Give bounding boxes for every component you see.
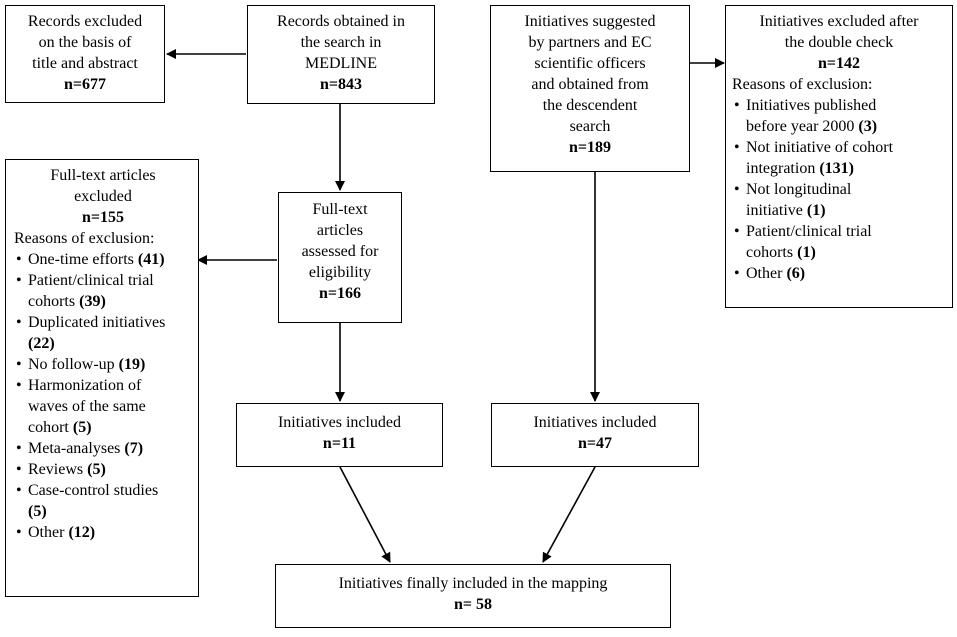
reason-text: No follow-up xyxy=(28,356,115,373)
box-text-line: the search in xyxy=(300,34,382,51)
box-text-line: search xyxy=(569,118,611,135)
reason-text: One-time efforts xyxy=(28,251,134,268)
list-item: Duplicated initiatives (22) xyxy=(14,312,192,354)
box-count: n=166 xyxy=(318,285,361,302)
box-text-line: articles xyxy=(316,222,364,239)
reason-text: Reviews xyxy=(28,461,84,478)
box-text-line: MEDLINE xyxy=(305,55,377,72)
reason-count: (6) xyxy=(786,265,806,282)
reason-count: (1) xyxy=(806,202,826,219)
reason-text: Meta-analyses xyxy=(28,440,121,457)
reason-count: (1) xyxy=(797,244,816,261)
box-text-line: Initiatives excluded after xyxy=(759,13,919,30)
box-text-line: excluded xyxy=(74,188,132,205)
box-text-line: and obtained from xyxy=(531,76,649,93)
list-item: One-time efforts (41) xyxy=(14,249,192,270)
box-text-line: the descendent xyxy=(542,97,638,114)
reason-count: (19) xyxy=(118,356,146,373)
list-item: Meta-analyses (7) xyxy=(14,438,192,459)
arrow-included47-to-final xyxy=(542,466,596,563)
box-text-line: Initiatives included xyxy=(533,414,657,431)
box-text-line: Records excluded xyxy=(27,13,143,30)
exclusion-reasons-list: One-time efforts (41) Patient/clinical t… xyxy=(14,249,192,543)
box-count: n=677 xyxy=(63,76,106,93)
reason-count: (39) xyxy=(79,293,106,310)
box-text-line: assessed for xyxy=(301,243,379,260)
reason-text: cohorts xyxy=(28,293,76,310)
list-item: Patient/clinical trial cohorts (39) xyxy=(14,270,192,312)
reason-text: integration xyxy=(746,160,816,177)
box-suggested-initiatives: Initiatives suggested by partners and EC… xyxy=(490,5,690,172)
box-count: n=843 xyxy=(319,76,362,93)
box-final-mapping: Initiatives finally included in the mapp… xyxy=(275,564,671,628)
reason-text: Not initiative of cohort xyxy=(746,139,894,156)
box-text-line: Full-text xyxy=(312,201,368,218)
reason-count: (41) xyxy=(137,251,165,268)
reason-text: Case-control studies xyxy=(28,482,159,499)
reasons-title: Reasons of exclusion: xyxy=(732,76,873,93)
reason-count: (22) xyxy=(28,335,55,352)
box-count: n=47 xyxy=(577,435,612,452)
box-text-line: on the basis of xyxy=(38,34,132,51)
reasons-title: Reasons of exclusion: xyxy=(14,230,155,247)
box-text-line: Records obtained in xyxy=(277,13,405,30)
reason-count: (5) xyxy=(28,503,47,520)
box-count: n= 58 xyxy=(453,596,492,613)
reason-count: (3) xyxy=(858,118,878,135)
box-excluded-title-abstract: Records excluded on the basis of title a… xyxy=(5,5,165,103)
box-text-line: the double check xyxy=(784,34,894,51)
reason-text: Patient/clinical trial xyxy=(746,223,872,240)
reason-text: Not longitudinal xyxy=(746,181,852,198)
reason-count: (12) xyxy=(68,524,96,541)
reason-text: Other xyxy=(28,524,65,541)
reason-text: Duplicated initiatives xyxy=(28,314,166,331)
list-item: Case-control studies (5) xyxy=(14,480,192,522)
box-text-line: scientific officers xyxy=(534,55,646,72)
box-text-line: Initiatives finally included in the mapp… xyxy=(338,575,608,592)
box-text-line: by partners and EC xyxy=(528,34,652,51)
list-item: Harmonization of waves of the same cohor… xyxy=(14,375,192,438)
box-medline-records: Records obtained in the search in MEDLIN… xyxy=(247,5,435,104)
box-text-line: Full-text articles xyxy=(50,167,156,184)
list-item: Patient/clinical trial cohorts (1) xyxy=(732,221,946,263)
reason-count: (5) xyxy=(72,419,92,436)
box-count: n=142 xyxy=(817,55,860,72)
list-item: Not initiative of cohort integration (13… xyxy=(732,137,946,179)
list-item: Reviews (5) xyxy=(14,459,192,480)
box-text-line: eligibility xyxy=(308,264,372,281)
list-item: Other (6) xyxy=(732,263,946,284)
reason-text: waves of the same xyxy=(28,398,146,415)
box-count: n=155 xyxy=(81,209,124,226)
box-text-line: Initiatives included xyxy=(277,414,402,431)
reason-text: cohorts xyxy=(746,244,794,261)
reason-count: (131) xyxy=(819,160,854,177)
list-item: Initiatives published before year 2000 (… xyxy=(732,95,946,137)
list-item: Not longitudinal initiative (1) xyxy=(732,179,946,221)
exclusion-reasons-list: Initiatives published before year 2000 (… xyxy=(732,95,946,284)
box-text-line: title and abstract xyxy=(32,55,138,72)
box-included-medline: Initiatives included n=11 xyxy=(236,403,443,467)
box-fulltext-assessed: Full-text articles assessed for eligibil… xyxy=(278,192,402,323)
reason-text: cohort xyxy=(28,419,69,436)
reason-text: initiative xyxy=(746,202,803,219)
reason-text: Patient/clinical trial xyxy=(28,272,154,289)
list-item: Other (12) xyxy=(14,522,192,543)
box-excluded-double-check: Initiatives excluded after the double ch… xyxy=(725,5,953,308)
box-fulltext-excluded: Full-text articles excluded n=155 Reason… xyxy=(5,159,199,597)
list-item: No follow-up (19) xyxy=(14,354,192,375)
reason-count: (5) xyxy=(87,461,106,478)
reason-text: Other xyxy=(746,265,783,282)
reason-count: (7) xyxy=(124,440,144,457)
arrow-included11-to-final xyxy=(339,466,391,563)
reason-text: Initiatives published xyxy=(746,97,877,114)
box-included-suggested: Initiatives included n=47 xyxy=(491,403,699,467)
box-text-line: Initiatives suggested xyxy=(524,13,656,30)
reason-text: before year 2000 xyxy=(746,118,855,135)
box-count: n=189 xyxy=(568,139,611,156)
reason-text: Harmonization of xyxy=(28,377,142,394)
box-count: n=11 xyxy=(322,435,357,452)
